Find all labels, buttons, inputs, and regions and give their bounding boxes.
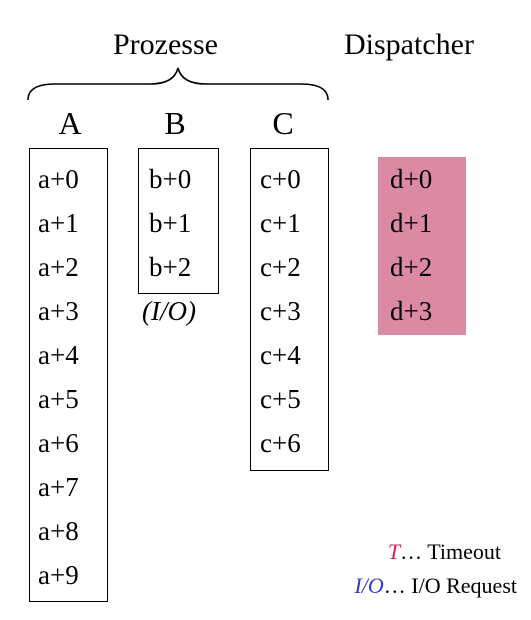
list-item: a+5 bbox=[38, 384, 79, 414]
list-item: a+1 bbox=[38, 208, 79, 238]
list-item: a+6 bbox=[38, 428, 79, 458]
list-item: c+5 bbox=[260, 384, 301, 414]
prozesse-heading: Prozesse bbox=[113, 28, 218, 61]
legend-io-request: I/O… I/O Request bbox=[354, 575, 517, 597]
list-item: a+0 bbox=[38, 164, 79, 194]
legend-timeout: T… Timeout bbox=[388, 541, 501, 563]
list-item: a+7 bbox=[38, 472, 79, 502]
process-b-box bbox=[138, 148, 219, 294]
io-note: (I/O) bbox=[142, 296, 196, 326]
legend-symbol-io: I/O bbox=[354, 573, 384, 598]
list-item: b+2 bbox=[149, 252, 192, 282]
process-c-box bbox=[250, 148, 329, 471]
list-item: c+3 bbox=[260, 296, 301, 326]
list-item: c+6 bbox=[260, 428, 301, 458]
legend-text-timeout: … Timeout bbox=[400, 539, 501, 564]
dispatcher-heading: Dispatcher bbox=[344, 28, 474, 61]
legend-symbol-t: T bbox=[387, 539, 401, 564]
legend-text-io: … I/O Request bbox=[383, 573, 517, 598]
dispatcher-item: d+0 bbox=[390, 164, 433, 194]
list-item: c+1 bbox=[260, 208, 301, 238]
column-label-a: A bbox=[58, 105, 82, 141]
list-item: b+0 bbox=[149, 164, 192, 194]
dispatcher-item: d+2 bbox=[390, 252, 433, 282]
list-item: a+4 bbox=[38, 340, 79, 370]
list-item: a+9 bbox=[38, 560, 79, 590]
list-item: a+2 bbox=[38, 252, 79, 282]
list-item: a+8 bbox=[38, 516, 79, 546]
column-label-b: B bbox=[164, 105, 186, 141]
dispatcher-box bbox=[378, 157, 466, 335]
list-item: a+3 bbox=[38, 296, 79, 326]
list-item: c+4 bbox=[260, 340, 301, 370]
column-label-c: C bbox=[272, 105, 294, 141]
list-item: c+2 bbox=[260, 252, 301, 282]
list-item: b+1 bbox=[149, 208, 192, 238]
dispatcher-item: d+3 bbox=[390, 296, 433, 326]
dispatcher-item: d+1 bbox=[390, 208, 433, 238]
process-a-box bbox=[29, 148, 108, 602]
list-item: c+0 bbox=[260, 164, 301, 194]
